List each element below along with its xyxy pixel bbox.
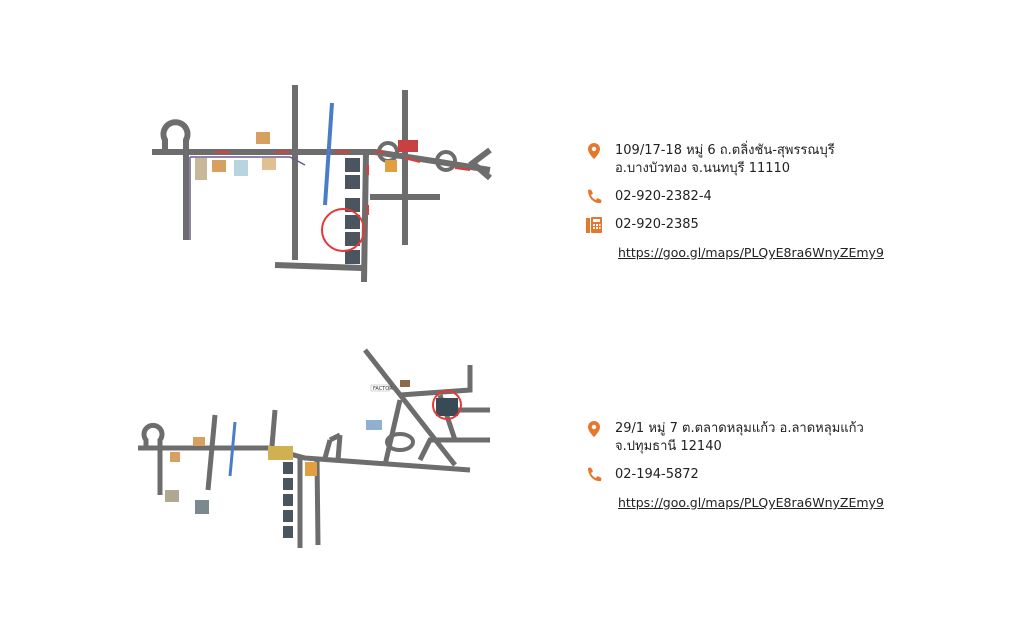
address-line-1: 29/1 หมู่ 7 ต.ตลาดหลุมแก้ว อ.ลาดหลุมแก้ว bbox=[615, 421, 864, 436]
location-pin-icon bbox=[588, 143, 600, 159]
building-icons bbox=[345, 158, 360, 264]
map-office bbox=[152, 85, 492, 283]
contact-factory: 29/1 หมู่ 7 ต.ตลาดหลุมแก้ว อ.ลาดหลุมแก้ว… bbox=[585, 420, 884, 512]
phone-icon bbox=[588, 189, 602, 204]
fax-number: 02-920-2385 bbox=[615, 217, 699, 232]
location-highlight bbox=[321, 208, 365, 252]
location-pin-icon bbox=[588, 421, 600, 437]
address-line-2: จ.ปทุมธานี 12140 bbox=[615, 439, 722, 454]
fax-icon bbox=[586, 217, 602, 233]
phone-number[interactable]: 02-194-5872 bbox=[615, 467, 699, 482]
map-label-factor: FACTOR bbox=[373, 386, 393, 392]
address-line-2: อ.บางบัวทอง จ.นนทบุรี 11110 bbox=[615, 161, 791, 176]
map-link[interactable]: https://goo.gl/maps/PLQyE8ra6WnyZEmy9 bbox=[618, 495, 884, 510]
phone-icon bbox=[588, 467, 602, 482]
address-line-1: 109/17-18 หมู่ 6 ถ.ตลิ่งชัน-สุพรรณบุรี bbox=[615, 143, 835, 158]
location-highlight bbox=[432, 390, 462, 420]
map-link[interactable]: https://goo.gl/maps/PLQyE8ra6WnyZEmy9 bbox=[618, 245, 884, 260]
map-factory: FACTOR bbox=[138, 348, 490, 548]
phone-number[interactable]: 02-920-2382-4 bbox=[615, 189, 712, 204]
contact-office: 109/17-18 หมู่ 6 ถ.ตลิ่งชัน-สุพรรณบุรี อ… bbox=[585, 142, 884, 262]
